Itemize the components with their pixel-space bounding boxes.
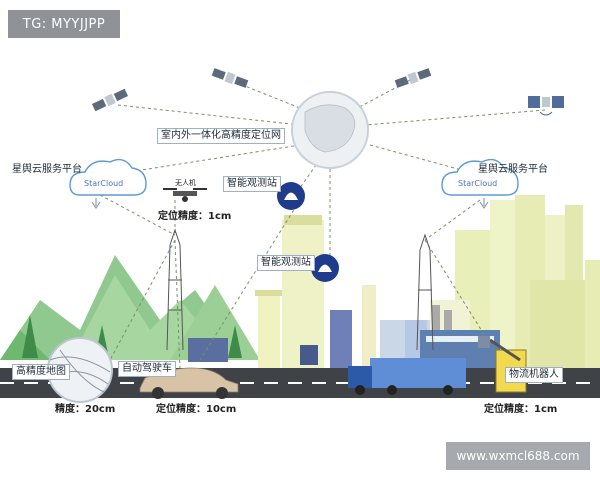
hd-map-label: 高精度地图 [12,364,70,380]
center-buildings [255,215,430,370]
houses [188,338,318,365]
drone-icon [163,188,207,202]
station-1-label: 智能观测站 [223,176,281,192]
cloud-right-brand: StarCloud [458,179,498,188]
observation-station-icon [277,182,339,282]
drone-precision: 定位精度：1cm [158,211,232,222]
robot-precision: 定位精度：1cm [484,404,558,415]
center-network-label: 室内外一体化高精度定位网 [157,128,285,144]
globe-icon [291,91,369,169]
car-label: 自动驾驶车 [118,361,176,377]
watermark-badge: TG: MYYJJPP [8,10,120,38]
truck-icon [348,358,466,395]
cloud-left-brand: StarCloud [84,179,124,188]
robot-label: 物流机器人 [505,367,563,383]
radio-tower-icon [166,228,434,351]
cloud-right-title: 星舆云服务平台 [478,164,548,175]
watermark-url: www.wxmcl688.com [446,442,590,470]
hd-map-precision: 精度：20cm [55,404,116,415]
cloud-left-title: 星舆云服务平台 [12,164,82,175]
drone-label: 无人机 [175,179,196,187]
satellite-icon [91,68,564,116]
cloud-icon [69,158,519,209]
car-precision: 定位精度：10cm [156,404,237,415]
station-2-label: 智能观测站 [257,255,315,271]
